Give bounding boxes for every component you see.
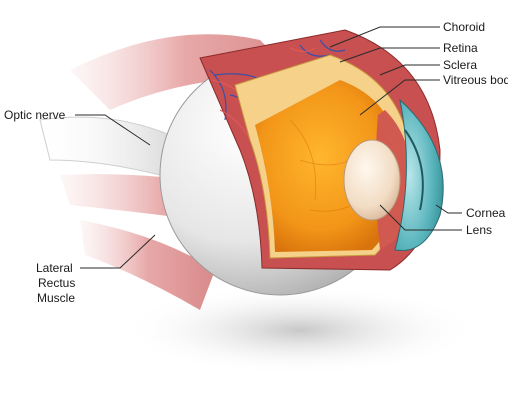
label-cornea: Cornea — [466, 206, 506, 220]
optic-nerve-shape — [40, 117, 170, 175]
label-lateral-rectus-1: Lateral — [36, 261, 73, 275]
label-sclera: Sclera — [443, 58, 477, 72]
label-lens: Lens — [466, 223, 492, 237]
eye-shadow — [120, 285, 480, 375]
label-choroid: Choroid — [443, 20, 485, 34]
label-optic-nerve: Optic nerve — [4, 108, 66, 122]
label-retina: Retina — [443, 41, 478, 55]
lens-shape — [344, 140, 400, 220]
label-lateral-rectus-2: Rectus — [38, 276, 75, 290]
label-lateral-rectus-3: Muscle — [37, 291, 75, 305]
label-vitreous-body: Vitreous body — [443, 73, 508, 87]
